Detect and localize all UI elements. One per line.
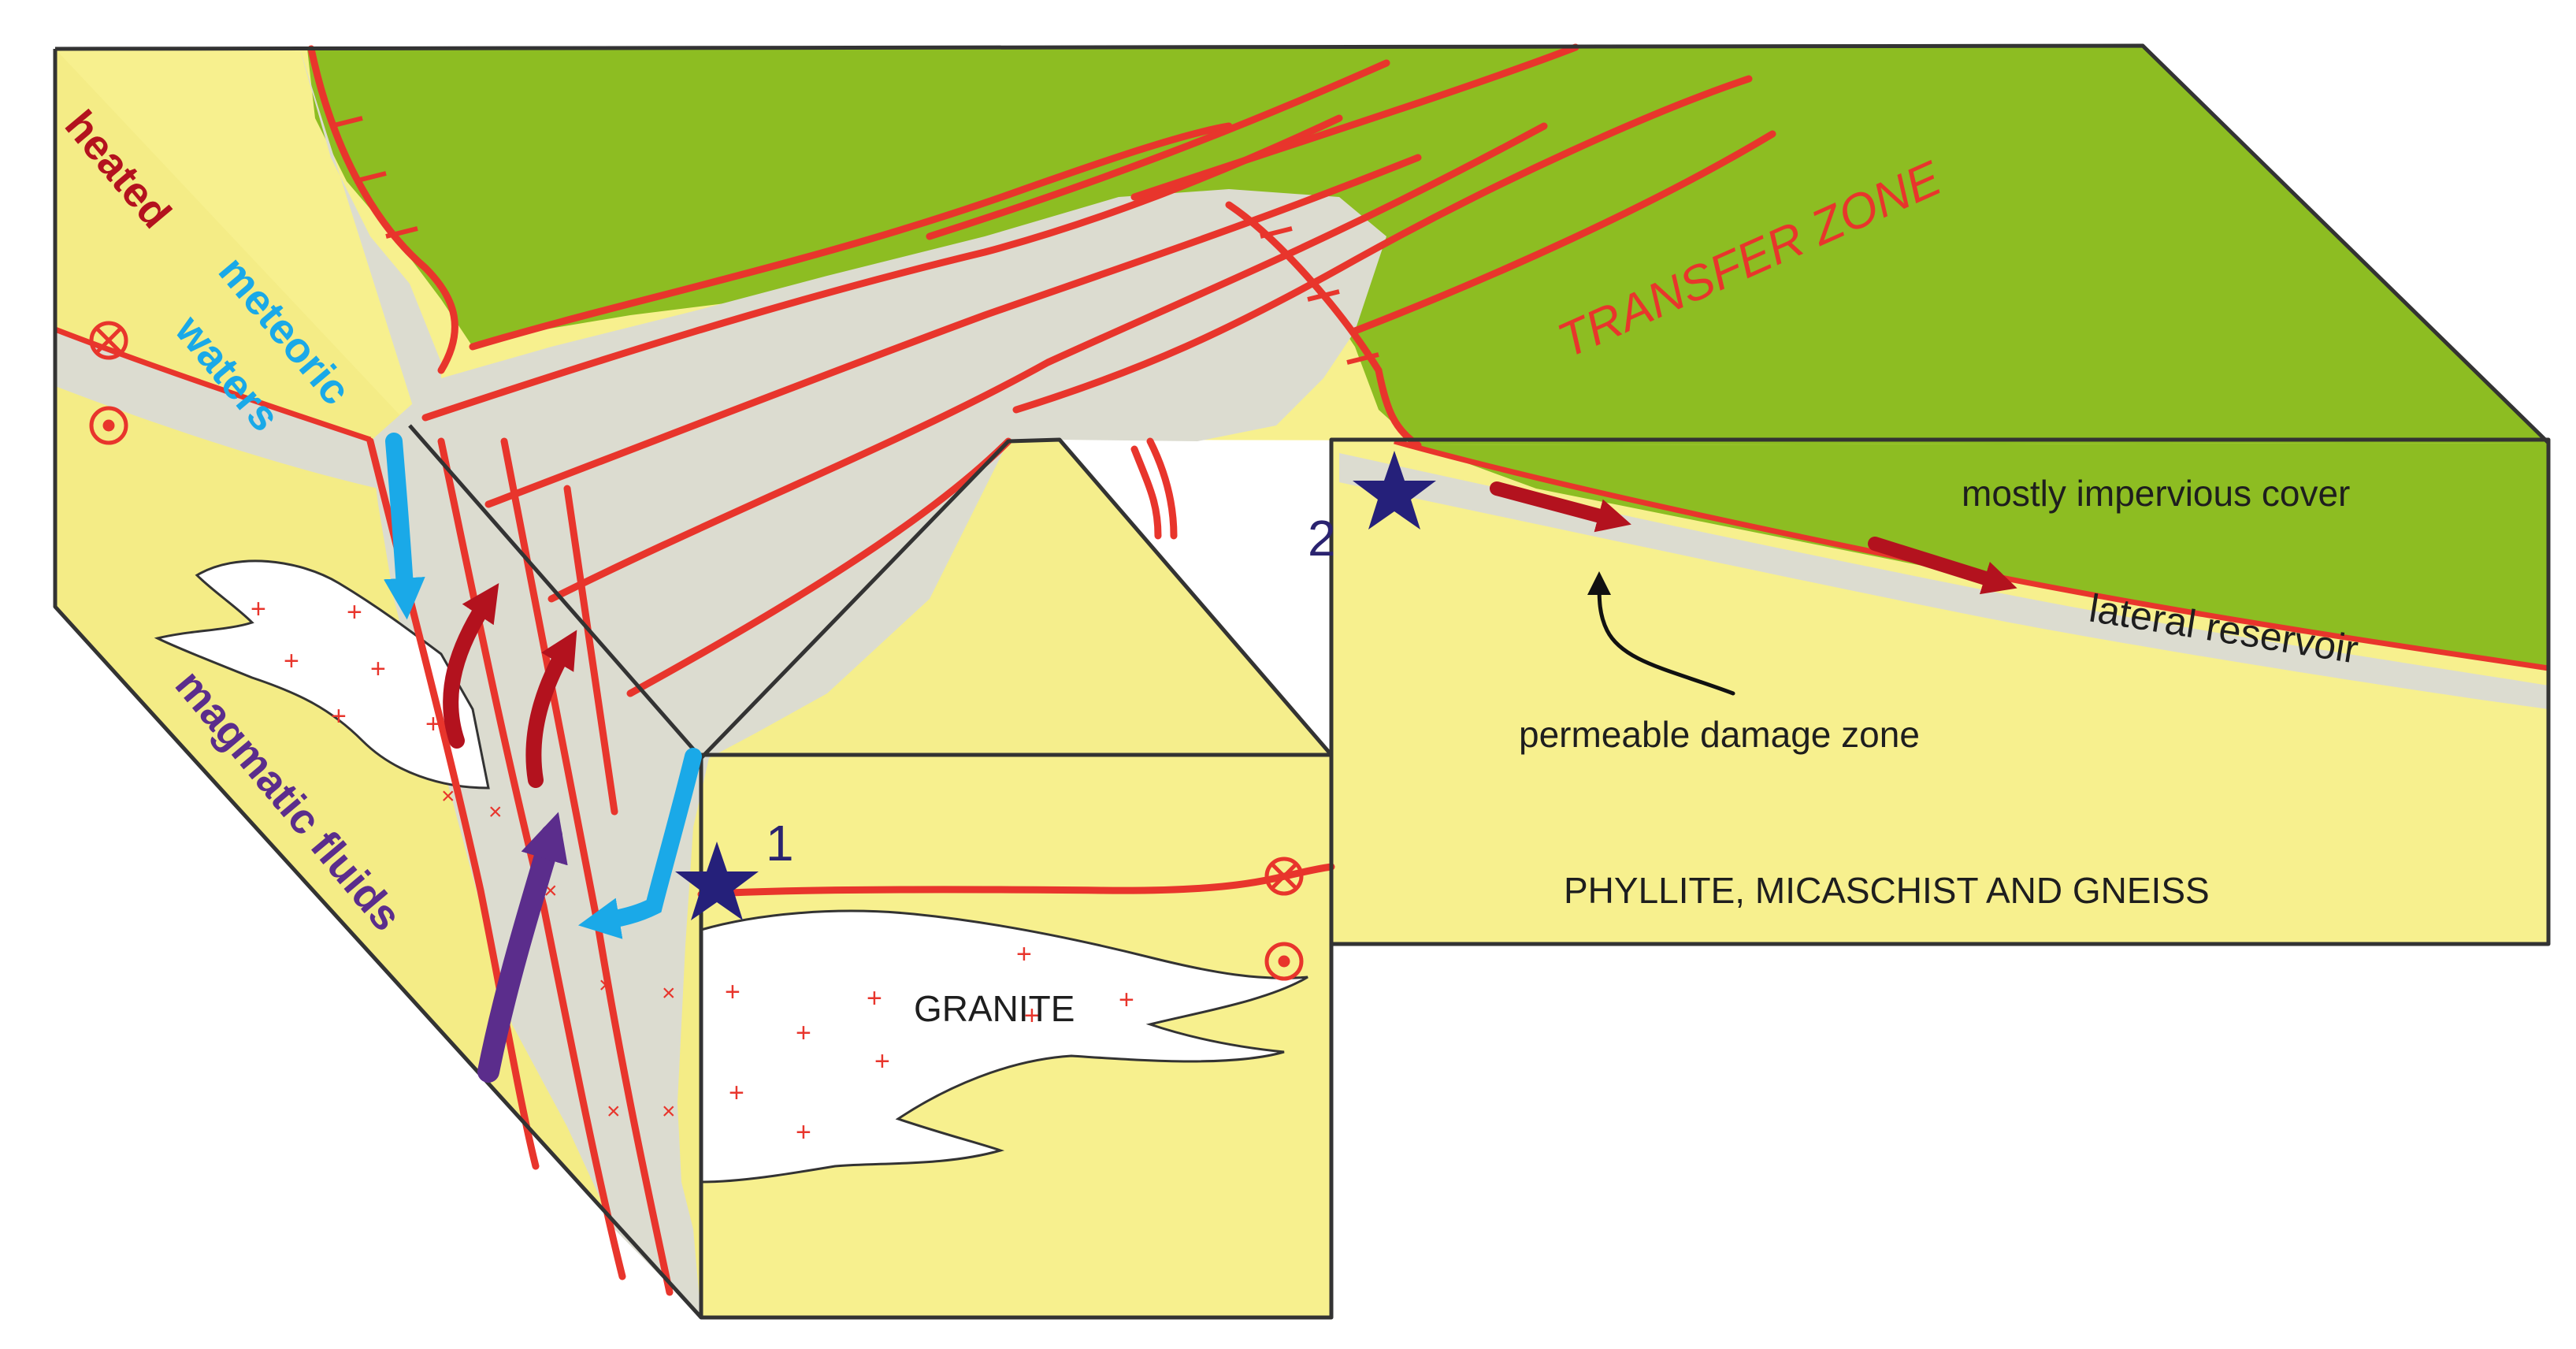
svg-text:+: + <box>331 701 347 731</box>
fault-upper-4 <box>484 154 1422 508</box>
fault-upper-7 <box>1012 75 1753 414</box>
outline-front-block-top <box>700 437 1333 760</box>
reservoir-arrow-1 <box>1490 481 1631 533</box>
outline-top-back <box>54 43 2550 444</box>
cover-front-right <box>1418 443 2548 670</box>
outline-front-block <box>699 753 1334 1320</box>
svg-text:+: + <box>725 977 741 1007</box>
meteoric-arrow-upper <box>384 433 425 620</box>
front-block-top <box>701 440 1331 758</box>
svg-text:+: + <box>1024 1001 1040 1031</box>
svg-text:×: × <box>662 980 676 1006</box>
svg-text:×: × <box>662 1098 676 1124</box>
fault-upper-8 <box>1351 130 1776 335</box>
fault-vertical-4 <box>563 485 618 816</box>
fault-upper-6 <box>626 437 1012 697</box>
granite-plus-marks: ++ ++ ++ ++ ++ ++ ++ + <box>251 594 1134 1147</box>
svg-text:+: + <box>1119 985 1134 1015</box>
heated-arrow-1 <box>443 583 499 749</box>
fault-upper-2 <box>469 122 1233 351</box>
granite-left-lens <box>154 559 490 790</box>
svg-text:+: + <box>251 594 266 624</box>
svg-text:+: + <box>370 654 386 684</box>
granite-front <box>700 909 1308 1184</box>
label-damage-zone: permeable damage zone <box>1519 714 1920 755</box>
reservoir-band <box>1339 453 2548 709</box>
label-site-1: 1 <box>766 815 794 871</box>
meteoric-arrow-lower <box>577 748 702 939</box>
svg-text:+: + <box>347 597 362 627</box>
fault-front-2 <box>1146 437 1178 540</box>
out-of-page-symbol-left <box>89 406 128 445</box>
left-reservoir-contact <box>54 326 372 443</box>
damage-zone <box>54 47 1386 1317</box>
heated-arrow-2 <box>525 630 577 788</box>
svg-text:+: + <box>729 1078 744 1108</box>
svg-text:+: + <box>874 1046 890 1076</box>
reservoir-arrow-2 <box>1868 537 2017 595</box>
fault-ticks <box>330 116 1379 365</box>
svg-text:+: + <box>796 1117 811 1147</box>
cover-top <box>307 46 2548 445</box>
svg-text:×: × <box>441 783 455 809</box>
granite-top-contact <box>697 863 1335 898</box>
fault-upper-1 <box>307 45 458 374</box>
magmatic-arrow <box>477 812 568 1083</box>
into-page-symbol-front <box>1264 857 1304 896</box>
label-basement: PHYLLITE, MICASCHIST AND GNEISS <box>1564 870 2210 911</box>
svg-text:×: × <box>607 1098 621 1124</box>
fluid-arrows <box>384 433 2017 1083</box>
star-site-2 <box>1353 451 1436 530</box>
fault-front-1 <box>1130 445 1162 540</box>
label-granite: GRANITE <box>914 988 1075 1029</box>
granite-bodies: ++ ++ ++ ++ ++ ++ ++ + ×× ×× ×× × <box>154 559 1308 1184</box>
fault-upper-10 <box>926 59 1390 240</box>
outline-right-block <box>1329 437 2551 946</box>
damage-zone-fill <box>299 47 1386 1317</box>
fault-upper-5 <box>547 122 1548 603</box>
svg-text:+: + <box>867 983 882 1013</box>
into-page-symbol-left <box>89 321 128 360</box>
label-site-2: 2 <box>1308 510 1336 567</box>
label-cover: mostly impervious cover <box>1962 473 2350 514</box>
svg-text:+: + <box>796 1018 811 1048</box>
star-site-1 <box>675 842 759 920</box>
out-of-page-symbol-front <box>1264 942 1304 981</box>
svg-text:+: + <box>284 646 299 676</box>
fault-upper-9 <box>1130 43 1579 201</box>
site-stars <box>675 451 1436 920</box>
left-reservoir-band <box>55 331 378 489</box>
motion-symbols <box>89 321 1304 981</box>
svg-text:×: × <box>488 799 503 825</box>
damage-zone-pointer <box>1587 571 1735 696</box>
outline-left-top-edge <box>408 424 703 760</box>
svg-text:+: + <box>1016 939 1032 969</box>
